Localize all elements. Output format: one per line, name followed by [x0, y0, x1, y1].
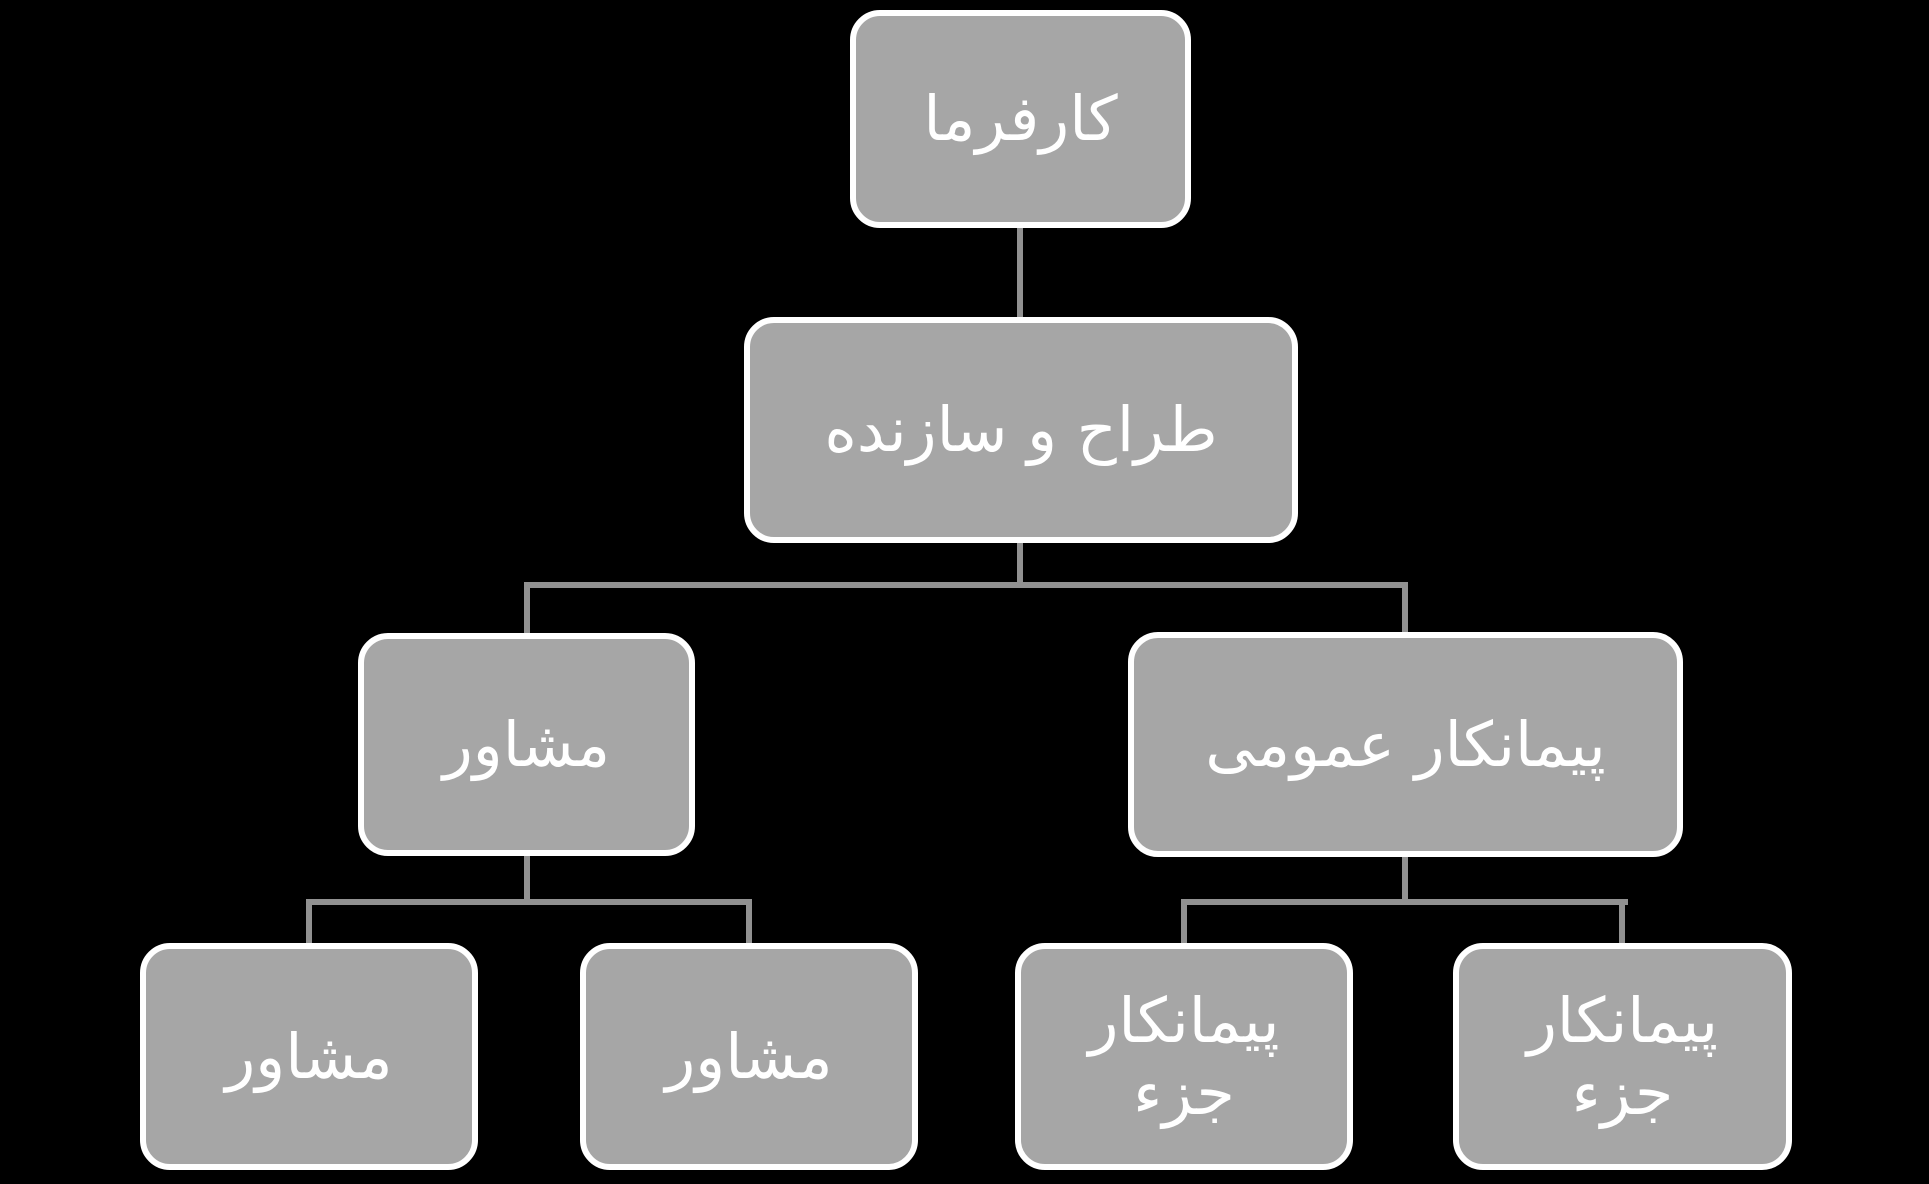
connector-branch-generalcontractor — [1402, 582, 1408, 633]
node-general-contractor-label: پیمانکار عمومی — [1205, 707, 1606, 781]
connector-branch-subcontractor-1 — [1181, 899, 1187, 944]
connector-consultant-stem — [524, 855, 530, 905]
connector-branch-subcontractor-2 — [1619, 899, 1625, 944]
connector-branch-consultant-sub-2 — [746, 899, 752, 944]
connector-consultant-branch — [306, 899, 752, 905]
node-subcontractor-2: پیمانکار جزء — [1453, 943, 1792, 1170]
node-consultant-sub-1: مشاور — [140, 943, 478, 1170]
node-consultant-label: مشاور — [442, 707, 611, 781]
node-design-builder-label: طراح و سازنده — [824, 393, 1218, 467]
node-consultant-sub-2-label: مشاور — [665, 1019, 833, 1093]
node-subcontractor-1: پیمانکار جزء — [1015, 943, 1353, 1170]
node-consultant: مشاور — [358, 633, 695, 856]
connector-generalcontractor-stem — [1402, 856, 1408, 905]
connector-generalcontractor-branch — [1181, 899, 1628, 905]
node-subcontractor-1-label: پیمانکار جزء — [1088, 984, 1280, 1129]
connector-designbuilder-branch — [524, 582, 1408, 588]
connector-branch-consultant — [524, 582, 530, 634]
connector-designbuilder-stem — [1017, 542, 1023, 588]
node-general-contractor: پیمانکار عمومی — [1128, 632, 1683, 857]
node-consultant-sub-1-label: مشاور — [225, 1019, 393, 1093]
node-subcontractor-2-label: پیمانکار جزء — [1526, 984, 1719, 1129]
connector-branch-consultant-sub-1 — [306, 899, 312, 944]
node-design-builder: طراح و سازنده — [744, 317, 1298, 543]
node-employer-label: کارفرما — [923, 82, 1118, 156]
connector-employer-designbuilder — [1017, 226, 1023, 318]
node-employer: کارفرما — [850, 10, 1191, 228]
node-consultant-sub-2: مشاور — [580, 943, 918, 1170]
